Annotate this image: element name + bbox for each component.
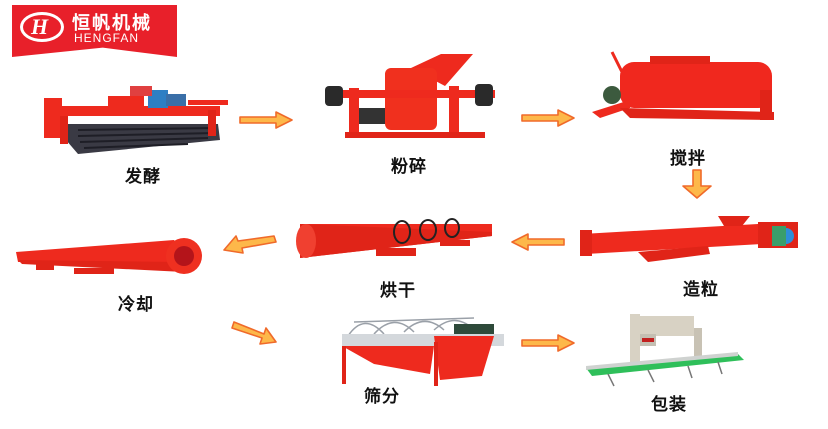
rotary-dryer-icon	[296, 218, 492, 258]
brand-name-cn: 恒帆机械	[72, 13, 152, 34]
flow-arrow-right-1	[238, 110, 296, 130]
compost-turner-icon	[44, 86, 228, 154]
step-packaging: 包装	[578, 312, 758, 415]
step-label-mixing: 搅拌	[670, 149, 706, 169]
flow-arrow-right-3	[520, 333, 578, 353]
step-label-screening: 筛分	[364, 387, 400, 407]
step-crushing: 粉碎	[325, 52, 500, 177]
step-drying: 烘干	[292, 216, 502, 301]
step-fermentation: 发酵	[38, 80, 238, 187]
flow-arrow-left-2	[220, 232, 278, 256]
packing-machine-icon	[586, 314, 744, 387]
granulator-icon	[580, 216, 798, 262]
brand-name-en: HENGFAN	[74, 31, 140, 45]
step-label-crushing: 粉碎	[391, 157, 427, 177]
flow-arrow-down	[680, 168, 714, 200]
step-mixing: 搅拌	[590, 50, 790, 169]
flow-arrow-right-2	[520, 108, 578, 128]
step-label-fermentation: 发酵	[125, 167, 161, 187]
step-granulation: 造粒	[578, 210, 818, 300]
step-label-cooling: 冷却	[118, 295, 154, 315]
step-label-granulation: 造粒	[683, 280, 719, 300]
crusher-icon	[325, 54, 495, 138]
step-label-packaging: 包装	[651, 395, 687, 415]
drum-screener-icon	[342, 317, 504, 386]
step-label-drying: 烘干	[380, 281, 416, 301]
step-screening: 筛分	[334, 312, 504, 407]
step-cooling: 冷却	[14, 238, 210, 315]
flow-arrow-left-1	[508, 232, 566, 252]
rotary-cooler-icon	[16, 238, 202, 274]
flow-arrow-diagonal	[230, 318, 280, 348]
horizontal-mixer-icon	[592, 51, 774, 120]
logo-emblem-icon: H	[20, 12, 64, 42]
hengfan-logo: H 恒帆机械 HENGFAN	[12, 5, 177, 57]
